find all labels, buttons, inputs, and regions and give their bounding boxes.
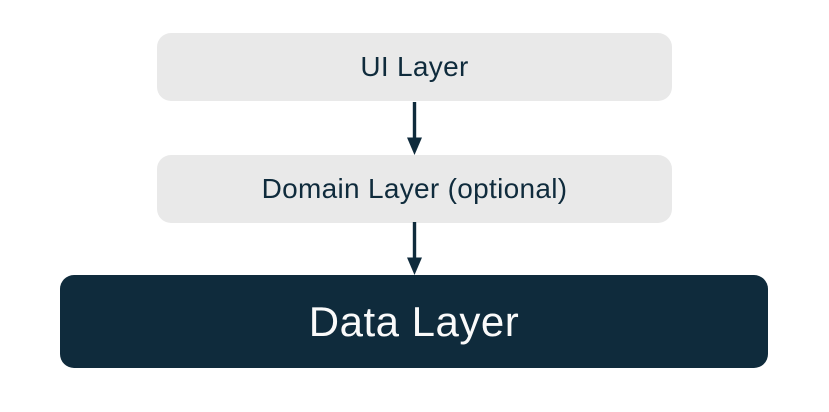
data-layer-box: Data Layer [60,275,768,368]
ui-layer-label: UI Layer [360,51,469,82]
arrow-down-icon [407,222,422,275]
arrow-down-icon [407,102,422,155]
domain-layer-label: Domain Layer (optional) [261,173,568,204]
domain-layer-box: Domain Layer (optional) [157,155,672,223]
ui-layer-box: UI Layer [157,33,672,101]
data-layer-label: Data Layer [308,297,520,345]
